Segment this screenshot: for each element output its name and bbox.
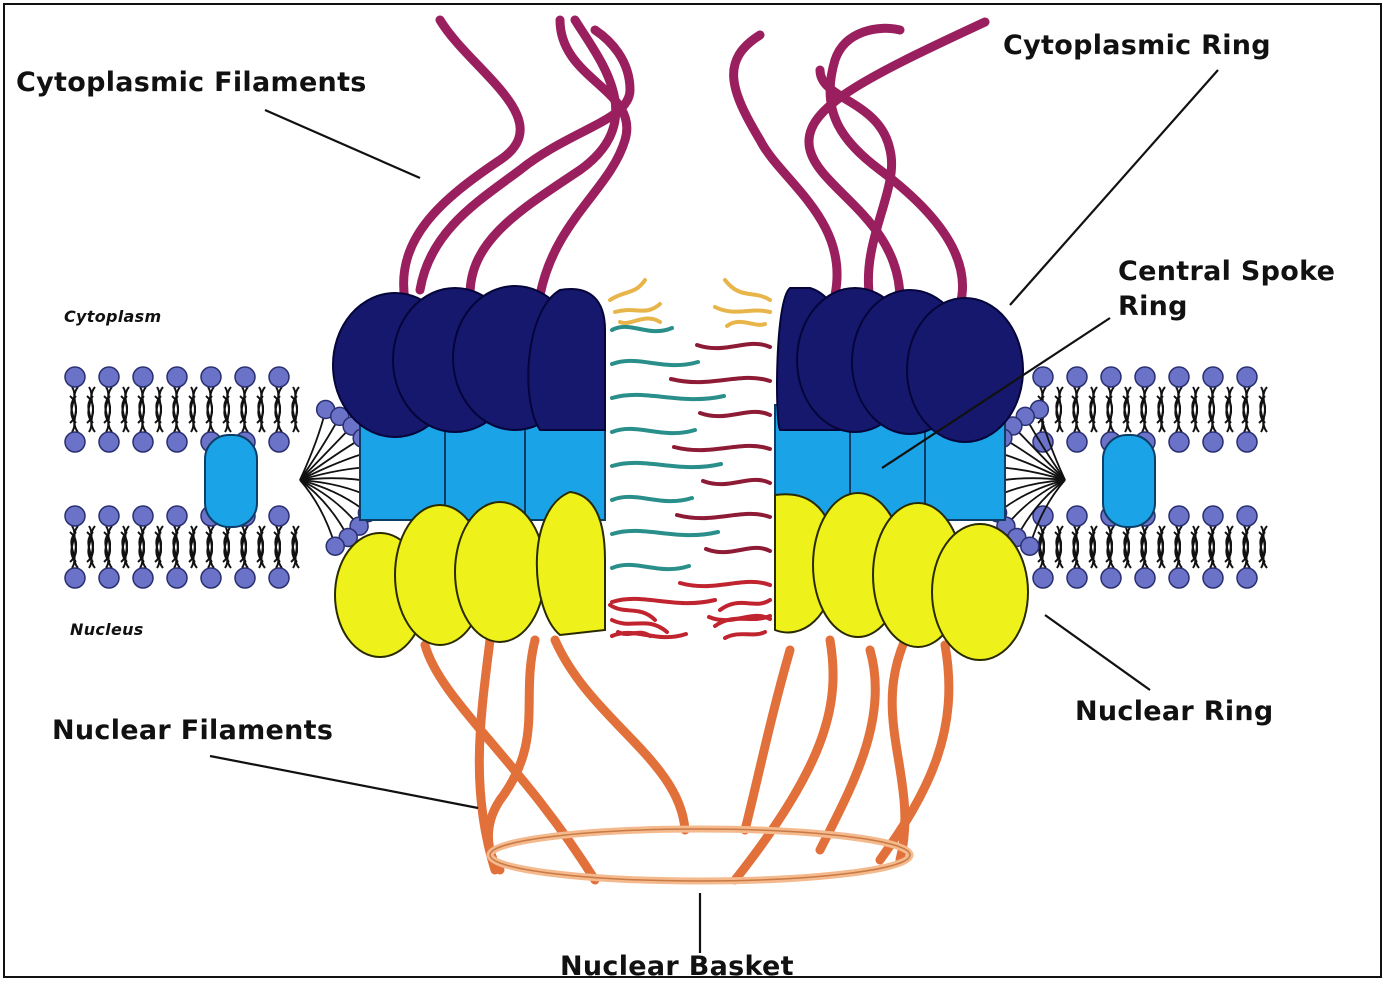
- transmembrane-protein-right: [1103, 435, 1155, 527]
- label-nuclear-basket: Nuclear Basket: [560, 951, 794, 982]
- transmembrane-protein-left: [205, 435, 257, 527]
- label-cytoplasm: Cytoplasm: [64, 307, 161, 326]
- label-nucleus: Nucleus: [70, 620, 144, 639]
- label-central-spoke-ring-line2: Ring: [1118, 291, 1188, 322]
- label-cytoplasmic-filaments: Cytoplasmic Filaments: [16, 67, 367, 98]
- cytoplasmic-filaments: [404, 20, 985, 305]
- label-central-spoke-ring-line1: Central Spoke: [1118, 256, 1335, 287]
- label-nuclear-ring: Nuclear Ring: [1075, 696, 1274, 727]
- label-cytoplasmic-ring: Cytoplasmic Ring: [1003, 30, 1271, 61]
- label-nuclear-filaments: Nuclear Filaments: [52, 715, 333, 746]
- fg-repeat-filaments: [610, 280, 770, 638]
